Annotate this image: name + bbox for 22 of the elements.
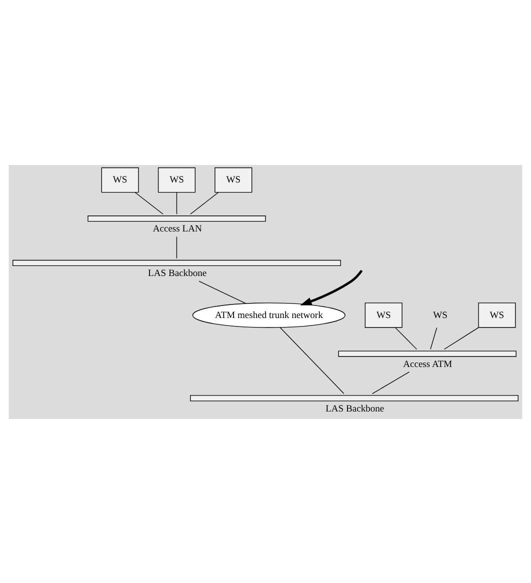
node-box: WS <box>101 166 139 192</box>
node-ellipse: ATM meshed trunk network <box>192 302 346 328</box>
connector <box>176 192 178 214</box>
node-label: Access ATM <box>403 358 452 370</box>
connector <box>372 371 410 394</box>
node-box: WS <box>158 166 196 192</box>
connector <box>190 192 219 214</box>
connector <box>176 236 178 258</box>
arrow <box>300 269 363 305</box>
node-text: WS <box>433 309 448 320</box>
connector <box>198 280 246 304</box>
node-box: WS <box>214 166 252 192</box>
connector <box>430 326 438 350</box>
connector <box>134 192 164 214</box>
node-label: Access LAN <box>152 223 202 234</box>
connector <box>395 326 418 350</box>
node-label: LAS Backbone <box>326 402 384 414</box>
connector <box>444 326 479 350</box>
node-box: WS <box>364 302 402 328</box>
node-box: WS <box>478 302 516 328</box>
node-label: LAS Backbone <box>148 268 207 279</box>
connector <box>280 326 344 394</box>
